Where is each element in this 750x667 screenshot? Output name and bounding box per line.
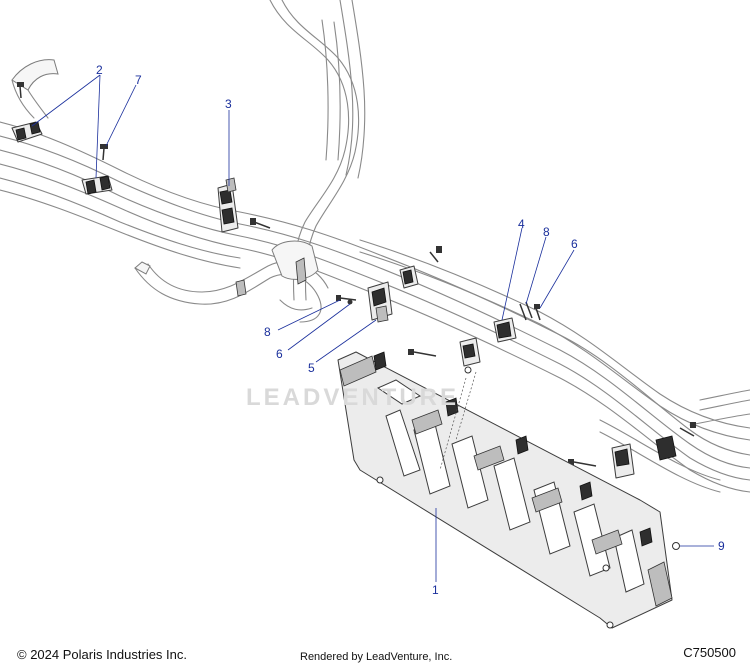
clamp-3 (217, 177, 239, 233)
watermark-text: LEADVENTURE (246, 384, 460, 411)
tube-junction (271, 240, 319, 311)
bolt-lower-right (568, 459, 597, 467)
bolt-upper-mid (429, 246, 442, 263)
hose-loop (134, 261, 329, 323)
clamp-2b (81, 175, 113, 195)
leader-lines (31, 74, 714, 582)
callout-1: 1 (432, 583, 439, 597)
copyright-text: © 2024 Polaris Industries Inc. (17, 647, 187, 662)
fastener-9 (672, 542, 680, 550)
callout-8-left: 8 (264, 325, 271, 339)
rendered-by-text: Rendered by LeadVenture, Inc. (300, 651, 453, 663)
clamp-center (459, 337, 481, 374)
callout-7: 7 (135, 73, 142, 87)
bolt-8-right (519, 301, 533, 321)
callout-5: 5 (308, 361, 315, 375)
bolt-center (408, 349, 437, 357)
callout-6-right: 6 (571, 237, 578, 251)
callout-9: 9 (718, 539, 725, 553)
clamp-4 (493, 317, 517, 343)
bolt-8-left (336, 295, 357, 301)
callout-6-left: 6 (276, 347, 283, 361)
bolt-near-clamp-3 (250, 218, 271, 229)
bolt-far-right (679, 422, 696, 437)
clamp-upper-mid (399, 265, 419, 289)
callout-2: 2 (96, 63, 103, 77)
callout-4: 4 (518, 217, 525, 231)
callout-3: 3 (225, 97, 232, 111)
hose-elbow-left (11, 59, 59, 119)
bolt-6-left (347, 299, 353, 305)
bracket-1 (337, 351, 673, 629)
bolt-7 (100, 144, 108, 161)
callout-8-right: 8 (543, 225, 550, 239)
clamp-2a (11, 121, 43, 143)
diagram-id: C750500 (683, 645, 736, 660)
clamp-lower-right (611, 443, 635, 479)
clamp-5 (367, 281, 393, 323)
bolt-6-right (534, 304, 541, 321)
vertical-tube-bundle (269, 0, 366, 301)
bolt-upper-left (17, 82, 24, 99)
clamp-far-right (655, 435, 677, 461)
